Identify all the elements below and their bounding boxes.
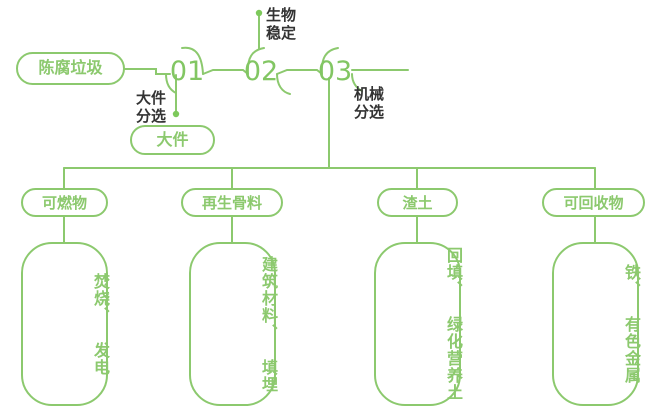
arc-02-bottom bbox=[276, 73, 291, 95]
output-label-recyclable: 可回收物 bbox=[563, 195, 624, 212]
arc-03-bottom bbox=[351, 73, 363, 92]
arc-01-top bbox=[181, 46, 204, 75]
annotation-bio-stabilization: 生物 稳定 bbox=[266, 7, 297, 42]
connector-01-to-02 bbox=[202, 69, 249, 75]
dot-bio-note bbox=[255, 9, 263, 17]
detail-text-aggregate: 建筑材料、 填埋 bbox=[259, 255, 276, 393]
step-number-01: 01 bbox=[169, 56, 205, 87]
output-pill-recyclable[interactable] bbox=[542, 188, 645, 217]
detail-box-combustible[interactable] bbox=[21, 242, 108, 406]
arc-03-top bbox=[320, 47, 339, 75]
bulky-output-capsule[interactable] bbox=[130, 125, 215, 155]
dot-bulky-branch bbox=[172, 110, 180, 118]
step-number-03: 03 bbox=[317, 56, 353, 87]
source-node-label: 陈腐垃圾 bbox=[38, 60, 103, 77]
detail-text-combustible: 焚烧、 发电 bbox=[91, 272, 108, 376]
connector-source-to-01 bbox=[123, 68, 171, 75]
detail-box-slag[interactable] bbox=[374, 242, 461, 406]
arc-02-top bbox=[246, 47, 265, 75]
step-number-02: 02 bbox=[243, 56, 279, 87]
detail-box-aggregate[interactable] bbox=[189, 242, 276, 406]
bulky-output-label: 大件 bbox=[156, 132, 189, 149]
output-label-combustible: 可燃物 bbox=[41, 195, 87, 212]
annotation-bulky-sorting: 大件 分选 bbox=[135, 90, 166, 125]
connector-02-to-03 bbox=[276, 69, 323, 75]
detail-text-slag: 回填、 绿化营养土 bbox=[444, 247, 461, 401]
arc-01-bottom bbox=[165, 73, 177, 94]
output-label-slag: 渣土 bbox=[402, 195, 433, 212]
detail-box-recyclable[interactable] bbox=[552, 242, 639, 406]
output-label-aggregate: 再生骨料 bbox=[201, 195, 262, 212]
annotation-mechanical-sorting: 机械 分选 bbox=[354, 86, 385, 121]
detail-text-recyclable: 铁、 有色金属 bbox=[622, 264, 639, 384]
